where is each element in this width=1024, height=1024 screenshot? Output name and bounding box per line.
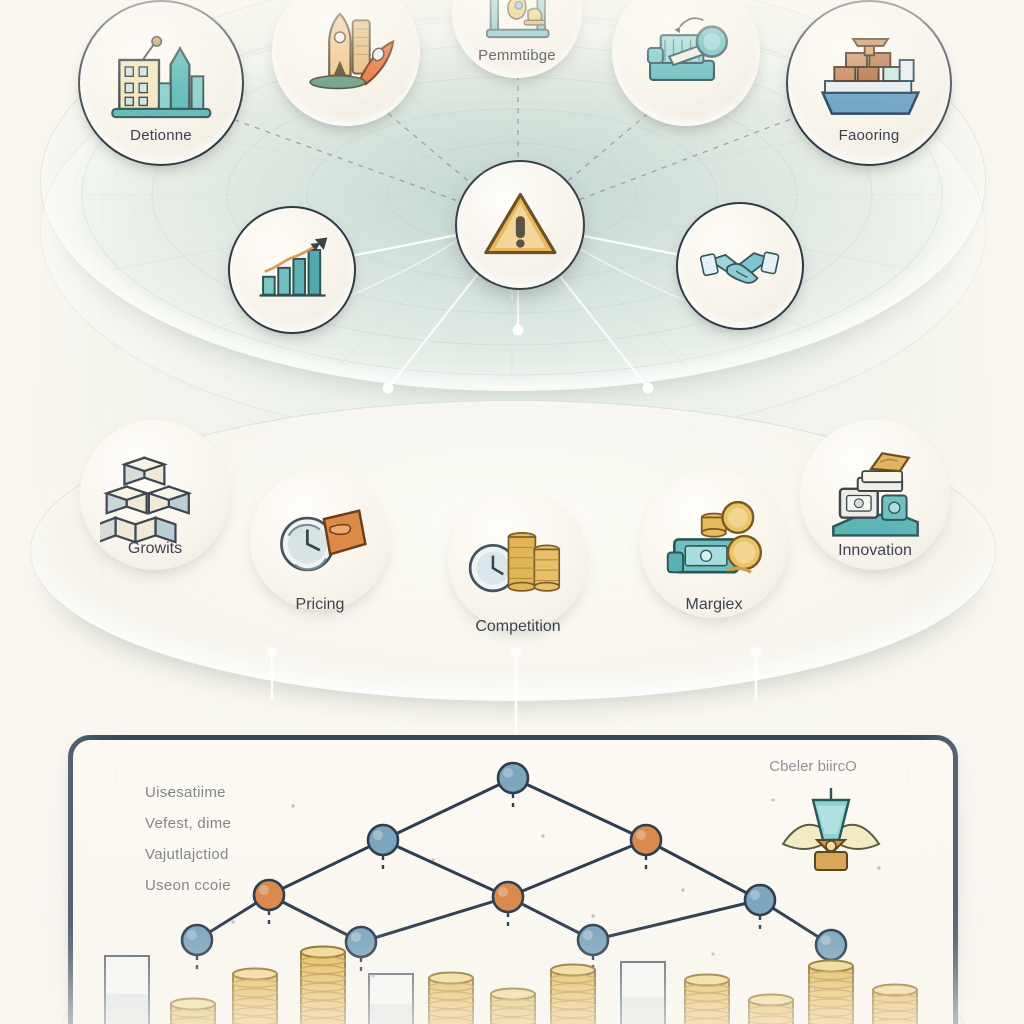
deck-node-innovation-label: Innovation <box>838 542 912 559</box>
bottom-decision-panel[interactable]: Uisesatiime Vefest, dime Vajutlajctiod U… <box>68 735 958 1024</box>
cash-coins-icon <box>667 501 763 574</box>
panel-list-item: Useon ccoie <box>145 877 231 894</box>
rocket-launch-icon <box>309 12 395 89</box>
deck-node-innovation[interactable] <box>800 420 950 570</box>
panel-list-item: Uisesatiime <box>145 784 226 801</box>
magnifier-desk-icon <box>646 16 728 81</box>
clock-coins-icon <box>469 532 561 593</box>
deck-node-margins[interactable] <box>640 470 788 618</box>
panel-list-item: Vefest, dime <box>145 815 232 832</box>
panel-caption-list: Uisesatiime Vefest, dime Vajutlajctiod U… <box>105 784 231 908</box>
center-node-warning[interactable] <box>455 160 585 290</box>
stacked-cubes-icon <box>99 455 192 544</box>
clock-wallet-icon <box>280 509 368 572</box>
warning-triangle-icon <box>483 192 557 254</box>
top-node-2[interactable] <box>272 0 420 126</box>
top-node-5[interactable]: Faooring <box>786 0 952 166</box>
panel-badge-label: Cbeler biircO <box>769 758 857 775</box>
deck-node-growth[interactable] <box>80 420 230 570</box>
money-press-icon <box>831 451 919 537</box>
trophy-ribbon-icon <box>781 788 881 871</box>
deck-node-margins-label: Margiex <box>685 596 743 613</box>
top-node-4[interactable] <box>612 0 760 126</box>
deck-node-pricing-label: Pricing <box>295 596 345 613</box>
printer-press-icon <box>486 0 550 39</box>
growth-bar-chart-icon <box>259 237 328 298</box>
deck-node-pricing[interactable] <box>250 470 390 610</box>
panel-list-item: Vajutlajctiod <box>145 846 229 863</box>
mid-node-partnership[interactable] <box>676 202 804 330</box>
city-buildings-icon <box>110 35 212 118</box>
decision-tree-diagram <box>104 761 918 1024</box>
top-node-3-label: Pemmtibge <box>478 47 556 64</box>
deck-node-competition-label: Competition <box>475 618 561 635</box>
top-node-5-label: Faooring <box>838 127 900 144</box>
deck-node-competition[interactable] <box>448 490 588 630</box>
top-node-1[interactable]: Detionne <box>78 0 244 166</box>
cargo-ship-icon <box>820 37 920 115</box>
mid-node-growth[interactable] <box>228 206 356 334</box>
handshake-icon <box>700 251 780 285</box>
top-node-1-label: Detionne <box>130 127 192 144</box>
deck-node-growth-label: Growits <box>127 540 183 557</box>
